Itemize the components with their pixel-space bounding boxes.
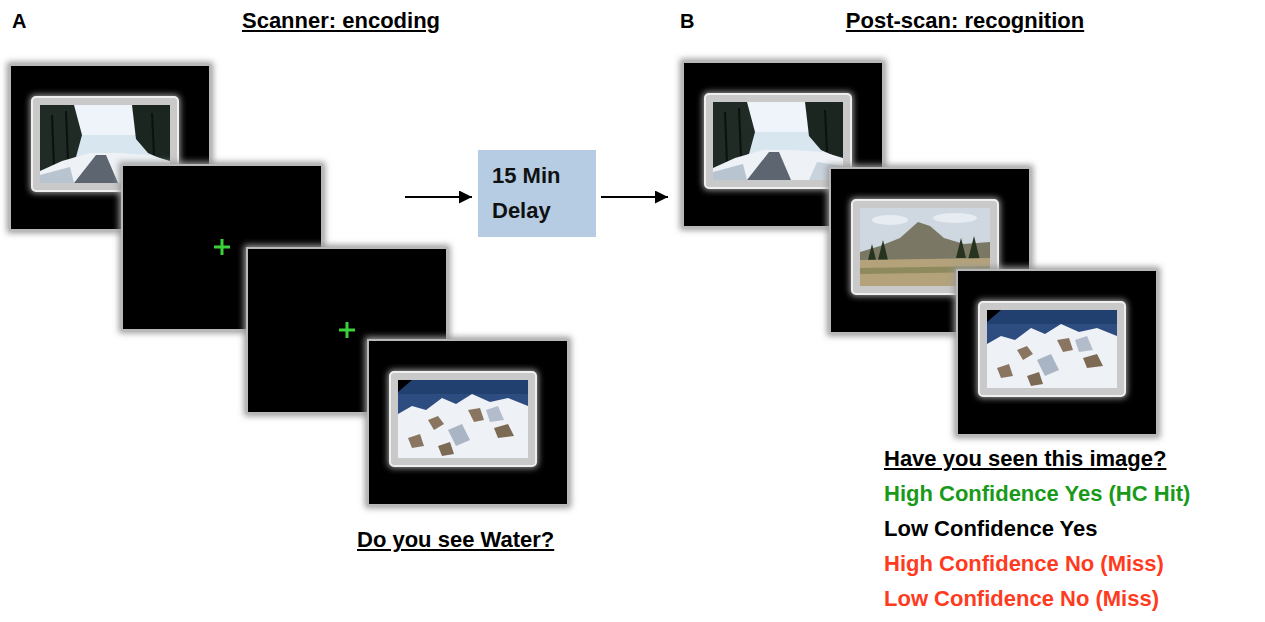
task-question: Have you seen this image? (884, 446, 1166, 472)
flow-arrow (601, 196, 668, 198)
task-question: Do you see Water? (357, 527, 554, 553)
flow-arrow (405, 196, 472, 198)
box-label: 15 Min Delay (492, 158, 582, 228)
response-option: Low Confidence Yes (884, 516, 1098, 542)
delay-box: 15 Min Delay (478, 150, 596, 237)
response-option: Low Confidence No (Miss) (884, 586, 1159, 612)
response-option: High Confidence No (Miss) (884, 551, 1164, 577)
response-option: High Confidence Yes (HC Hit) (884, 481, 1190, 507)
panel-letter: A (12, 9, 26, 33)
panel-letter: B (680, 9, 694, 33)
panel-title: Post-scan: recognition (846, 8, 1084, 34)
panel-title: Scanner: encoding (242, 8, 440, 34)
scene-screen (365, 337, 571, 508)
scene-screen (954, 267, 1160, 438)
